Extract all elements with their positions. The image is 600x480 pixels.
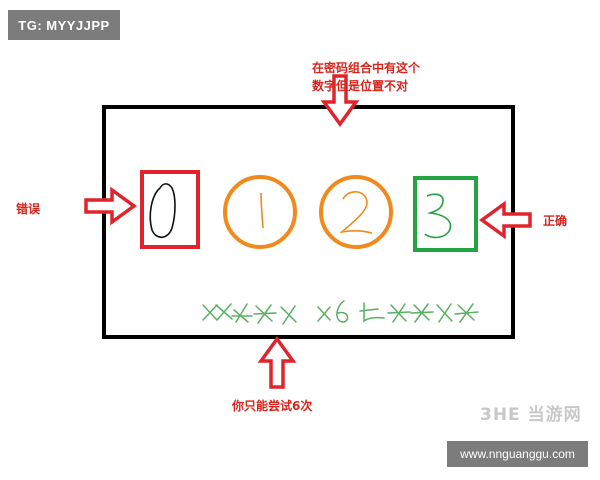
watermark-url-badge: www.nnguanggu.com [447,441,588,467]
annotation-top-line1: 在密码组合中有这个 [312,60,421,75]
digit-2-stroke [339,191,373,234]
wrong-digit-scribble [149,183,176,239]
annotation-right: 正确 [543,213,567,228]
correct-digit-box [413,176,478,252]
left-arrow [84,188,136,224]
tg-badge: TG: MYYJJPP [8,10,120,40]
digit-3-stroke [424,193,452,239]
wrong-digit-box [140,170,200,249]
annotation-top-line2: 数字但是位置不对 [312,78,408,93]
watermark-logo: 3HE 当游网 [480,405,582,425]
diagram-frame [102,105,515,339]
annotation-left: 错误 [16,201,41,216]
misplaced-digit-circle-1 [223,175,297,249]
bottom-arrow [259,337,295,389]
annotation-bottom: 你只能尝试6次 [231,398,312,413]
digit-1-stroke [260,192,264,229]
right-arrow [480,202,532,238]
attempt-marks [202,300,479,325]
misplaced-digit-circle-2 [319,175,393,249]
